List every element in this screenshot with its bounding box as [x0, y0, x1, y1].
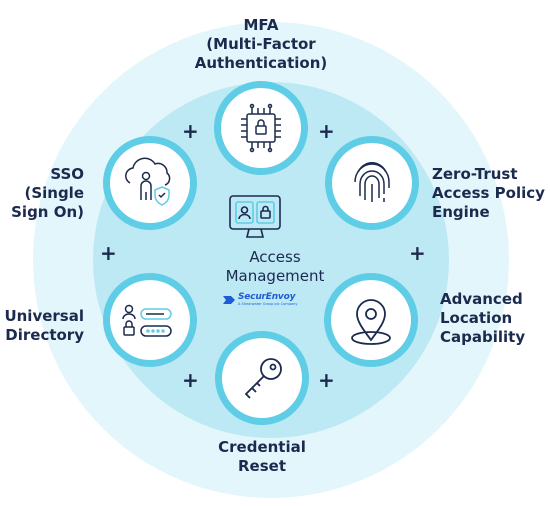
plus-directory-credential: + [182, 368, 199, 392]
label-zero-trust: Zero-Trust Access Policy Engine [432, 165, 545, 221]
key-icon [244, 358, 282, 399]
node-location [324, 273, 418, 367]
logo-subtext: A Shearwater Group plc Company [238, 302, 298, 306]
plus-zero-trust-location: + [409, 241, 426, 265]
map-pin-icon [351, 299, 391, 345]
label-sso: SSO (Single Sign On) [11, 165, 84, 221]
plus-credential-location: + [318, 368, 335, 392]
plus-directory-sso: + [100, 241, 117, 265]
node-credential-reset [215, 331, 309, 425]
node-sso [103, 136, 197, 230]
cloud-user-shield-icon [125, 157, 171, 206]
fingerprint-icon [354, 162, 390, 202]
chip-lock-icon [241, 103, 281, 153]
plus-sso-mfa: + [182, 119, 199, 143]
node-zero-trust [325, 136, 419, 230]
user-directory-icon [122, 304, 172, 337]
logo-mark-icon [223, 296, 235, 304]
label-directory: Universal Directory [4, 307, 84, 344]
plus-mfa-zero-trust: + [318, 119, 335, 143]
label-credential-reset: Credential Reset [218, 438, 306, 475]
securenvoy-logo: SecurEnvoy A Shearwater Group plc Compan… [222, 292, 328, 308]
label-location: Advanced Location Capability [440, 290, 526, 346]
center-title: Access Management [225, 248, 325, 285]
logo-text: SecurEnvoy [238, 292, 296, 302]
node-mfa [214, 81, 308, 175]
node-directory [103, 273, 197, 367]
label-mfa: MFA (Multi-Factor Authentication) [194, 16, 328, 72]
monitor-lock-user-icon [229, 195, 281, 238]
